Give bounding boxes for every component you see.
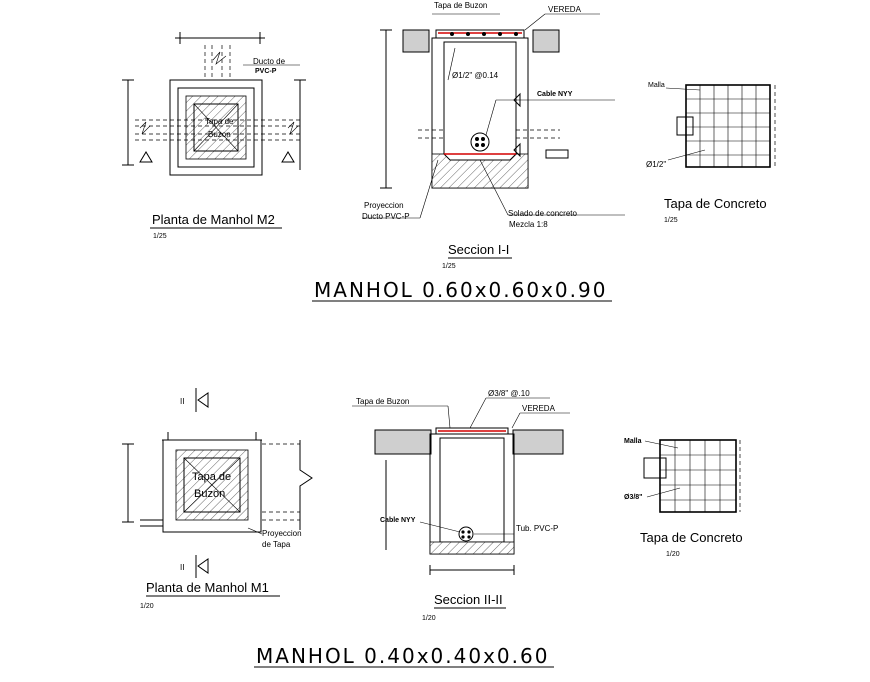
plan-m1-scale: 1/20 xyxy=(140,603,154,610)
section-i-slab-label-1: Solado de concreto xyxy=(508,209,577,218)
cover-bottom-scale: 1/20 xyxy=(666,551,680,558)
plan-m2-drawing xyxy=(122,32,306,229)
cover-bottom-drawing xyxy=(643,439,741,513)
section-ii-pipe-label: Tub. PVC-P xyxy=(516,524,558,533)
plan-m2-duct-label-2: PVC-P xyxy=(255,68,277,75)
section-i-title: Seccion I-I xyxy=(448,242,509,257)
plan-m1-cut-label-top: II xyxy=(180,397,184,406)
cover-bottom-bar-label: Ø3/8" xyxy=(624,494,643,501)
cover-top-drawing xyxy=(665,84,776,168)
plan-m2-duct-label-1: Ducto de xyxy=(253,57,286,66)
section-i-sidewalk-label: VEREDA xyxy=(548,5,582,14)
section-ii-cable-label: Cable NYY xyxy=(380,517,416,524)
cover-bottom-title: Tapa de Concreto xyxy=(640,530,743,545)
plan-m2-cover-label-2: Buzon xyxy=(208,130,231,139)
cover-top-bar-label: Ø1/2" xyxy=(646,160,666,169)
plan-m1-title: Planta de Manhol M1 xyxy=(146,580,269,595)
plan-m2-scale: 1/25 xyxy=(153,233,167,240)
section-i-projection-label-2: Ducto PVC-P xyxy=(362,212,410,221)
section-i-rebar-label: Ø1/2" @0.14 xyxy=(452,71,499,80)
cover-bottom-mesh-label: Malla xyxy=(624,438,642,445)
cover-top-title: Tapa de Concreto xyxy=(664,196,767,211)
cover-top-mesh-label: Malla xyxy=(648,82,665,89)
section-i-slab-label-2: Mezcla 1:8 xyxy=(509,220,548,229)
section-i-projection-label-1: Proyeccion xyxy=(364,201,404,210)
section-ii-title: Seccion II-II xyxy=(434,592,503,607)
section-i-cover-label: Tapa de Buzon xyxy=(434,1,487,10)
section-ii-cover-label: Tapa de Buzon xyxy=(356,397,409,406)
plan-m1-projection-label-2: de Tapa xyxy=(262,540,291,549)
plan-m1-projection-label-1: Proyeccion xyxy=(262,529,302,538)
section-i-drawing xyxy=(362,13,625,259)
cover-top-scale: 1/25 xyxy=(664,217,678,224)
plan-m1-cover-label-1: Tapa de xyxy=(192,471,231,483)
section-ii-sidewalk-label: VEREDA xyxy=(522,404,556,413)
section-i-scale: 1/25 xyxy=(442,263,456,270)
heading-top: MANHOL 0.60x0.60x0.90 xyxy=(314,278,607,302)
section-ii-drawing xyxy=(352,397,570,609)
section-i-cable-label: Cable NYY xyxy=(537,91,573,98)
plan-m1-drawing xyxy=(122,388,313,597)
plan-m1-cover-label-2: Buzon xyxy=(194,488,225,500)
plan-m2-title: Planta de Manhol M2 xyxy=(152,212,275,227)
section-ii-rebar-label: Ø3/8" @.10 xyxy=(488,389,530,398)
plan-m1-cut-label-bottom: II xyxy=(180,563,184,572)
heading-bottom: MANHOL 0.40x0.40x0.60 xyxy=(256,644,549,668)
section-ii-scale: 1/20 xyxy=(422,615,436,622)
plan-m2-cover-label-1: Tapa de xyxy=(205,117,234,126)
